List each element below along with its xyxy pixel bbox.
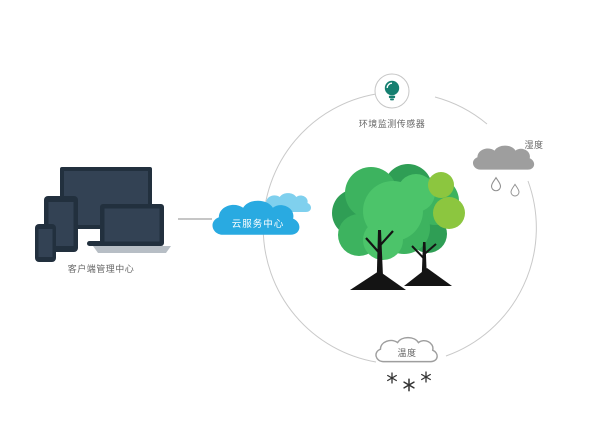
sensor-bulb-highlight (386, 82, 393, 89)
orbit-arc-top-right (434, 96, 488, 125)
snowflake-icons (387, 371, 431, 392)
orbit-arc-right-bottom (445, 180, 537, 357)
sensor-node: 环境监测传感器 (359, 73, 426, 129)
client-devices: 客户端管理中心 (35, 167, 171, 274)
snowflake-icon (403, 378, 415, 392)
snowflake-icon (421, 371, 431, 383)
cloud-service-node: 云服务中心 (212, 193, 312, 235)
snowflake-icon (387, 372, 397, 384)
ground-mounds (350, 268, 452, 290)
tree-canopy-bright (363, 174, 435, 260)
cloud-label: 云服务中心 (232, 218, 285, 230)
temperature-node: 温度 (375, 336, 438, 392)
raindrop-icons (490, 177, 520, 197)
raindrop-icon (510, 183, 520, 197)
phone-icon (35, 224, 56, 262)
humidity-label: 湿度 (524, 139, 543, 150)
laptop-icon (93, 204, 171, 253)
tree-canopy-light (428, 172, 465, 229)
client-label: 客户端管理中心 (68, 263, 135, 274)
humidity-node: 湿度 (472, 139, 543, 197)
trees-icon (332, 164, 465, 290)
sensor-label: 环境监测传感器 (359, 118, 426, 129)
temperature-label: 温度 (397, 347, 416, 358)
raindrop-icon (490, 177, 502, 192)
